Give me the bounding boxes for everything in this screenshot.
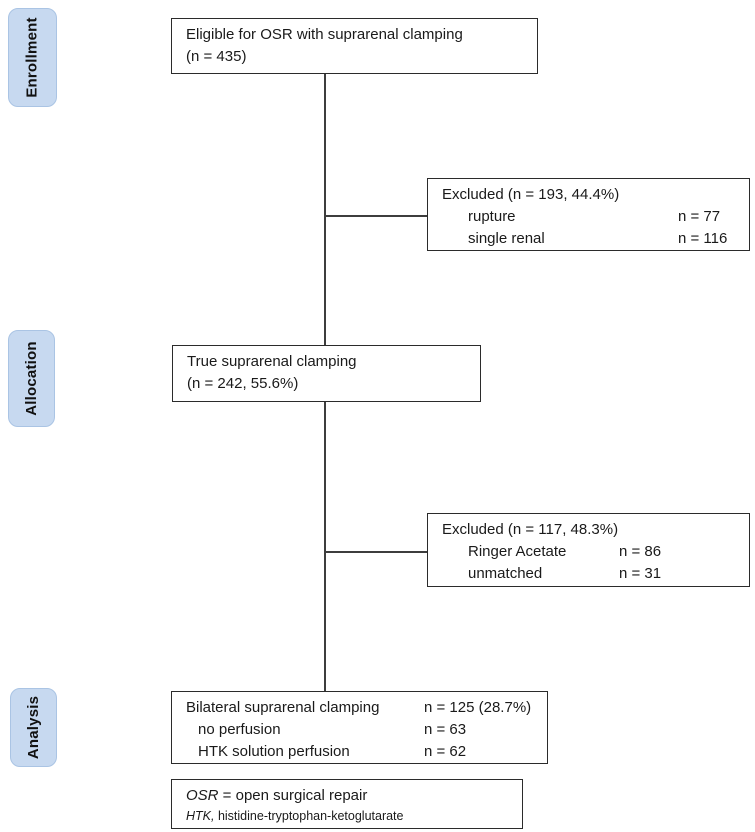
box-excluded-1-row: rupture n = 77 (442, 206, 735, 228)
box-excluded-1-row1-label: rupture (468, 208, 516, 225)
box-excluded-2-row: unmatched n = 31 (442, 563, 735, 585)
box-excluded-1-row2-label: single renal (468, 230, 545, 247)
box-analysis-row: HTK solution perfusion n = 62 (186, 741, 533, 763)
legend-htk-definition: histidine-tryptophan-ketoglutarate (214, 809, 404, 823)
box-allocation-line1: True suprarenal clamping (187, 353, 357, 370)
legend-htk-abbr: HTK, (186, 809, 215, 823)
box-analysis-row2-value: n = 63 (424, 721, 467, 738)
box-analysis-row1-label: Bilateral suprarenal clamping (186, 699, 380, 716)
box-analysis-row2-label: no perfusion (198, 721, 281, 738)
box-excluded-1: Excluded (n = 193, 44.4%) rupture n = 77… (427, 178, 750, 251)
box-excluded-1-title: Excluded (n = 193, 44.4%) (442, 186, 620, 203)
legend-osr-definition: = open surgical repair (218, 787, 368, 804)
box-excluded-1-row2-value: n = 116 (678, 230, 728, 247)
stage-label-allocation: Allocation (8, 330, 55, 427)
stage-label-enrollment: Enrollment (8, 8, 57, 107)
box-excluded-1-row: single renal n = 116 (442, 228, 735, 250)
box-analysis-row3-value: n = 62 (424, 743, 467, 760)
box-excluded-2-title: Excluded (n = 117, 48.3%) (442, 521, 619, 538)
connector-eligible-to-allocation (324, 73, 326, 346)
box-excluded-2: Excluded (n = 117, 48.3%) Ringer Acetate… (427, 513, 750, 587)
box-analysis-row3-label: HTK solution perfusion (198, 743, 350, 760)
box-analysis: Bilateral suprarenal clamping n = 125 (2… (171, 691, 548, 764)
legend-line2: HTK, histidine-tryptophan-ketoglutarate (186, 807, 508, 826)
connector-branch-excluded-2 (325, 551, 427, 553)
box-excluded-2-row1-label: Ringer Acetate (468, 543, 567, 560)
box-excluded-2-row: Ringer Acetate n = 86 (442, 541, 735, 563)
box-analysis-row: no perfusion n = 63 (186, 719, 533, 741)
box-eligible: Eligible for OSR with suprarenal clampin… (171, 18, 538, 74)
box-eligible-line2: (n = 435) (186, 48, 247, 65)
box-allocation: True suprarenal clamping (n = 242, 55.6%… (172, 345, 481, 402)
stage-label-enrollment-text: Enrollment (24, 17, 41, 98)
stage-label-analysis: Analysis (10, 688, 57, 767)
stage-label-analysis-text: Analysis (25, 695, 42, 760)
box-excluded-1-row1-value: n = 77 (678, 208, 721, 225)
connector-branch-excluded-1 (325, 215, 427, 217)
box-analysis-row: Bilateral suprarenal clamping n = 125 (2… (186, 697, 533, 719)
legend-line1: OSR = open surgical repair (186, 784, 508, 807)
box-analysis-row1-value: n = 125 (28.7%) (424, 699, 532, 716)
box-legend: OSR = open surgical repair HTK, histidin… (171, 779, 523, 829)
box-allocation-line2: (n = 242, 55.6%) (187, 375, 299, 392)
box-excluded-2-row2-label: unmatched (468, 565, 543, 582)
legend-osr-abbr: OSR (186, 787, 219, 804)
connector-allocation-to-analysis (324, 401, 326, 692)
box-eligible-line1: Eligible for OSR with suprarenal clampin… (186, 26, 463, 43)
stage-label-allocation-text: Allocation (23, 341, 41, 416)
box-excluded-2-row2-value: n = 31 (619, 565, 662, 582)
box-excluded-2-row1-value: n = 86 (619, 543, 662, 560)
